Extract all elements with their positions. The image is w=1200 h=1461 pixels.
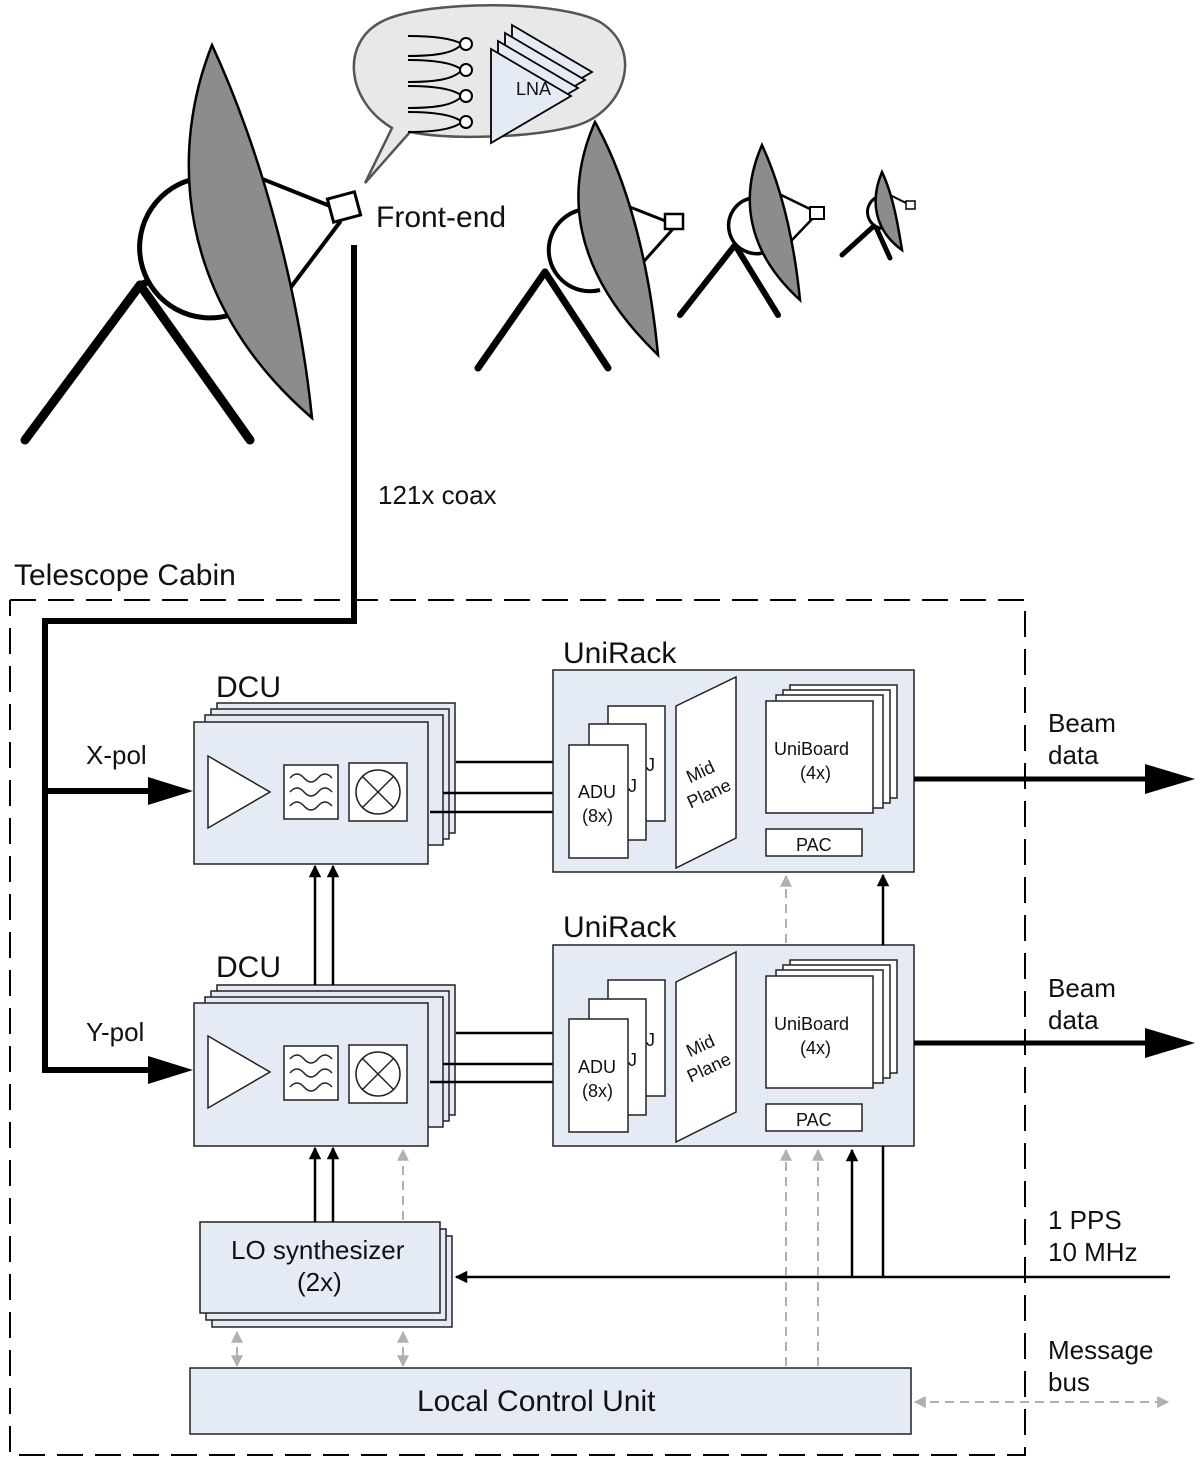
amplifier-icon [207,754,272,830]
feed-horns-icon [407,35,473,133]
svg-text:J: J [628,1050,637,1070]
unirack-top: UniRack J J ADU (8x) Mid Plane UniBoard … [552,637,915,873]
adu-bottom-label: ADU [578,1057,616,1077]
pac-top [765,828,863,857]
unirack-bottom-label: UniRack [563,911,677,944]
mid-plane-top [675,675,737,870]
lna-stack-icon [490,23,594,145]
control-bus-arrows [231,874,1170,1408]
unirack-bottom: UniRack J J ADU (8x) Mid Plane UniBoard … [552,911,915,1147]
local-control-unit-label: Local Control Unit [417,1385,656,1418]
y-pol-arrowhead [148,1056,193,1084]
lo-to-dcu-top-arrows [308,864,340,985]
front-end-label: Front-end [376,201,506,234]
pac-bottom [765,1103,863,1132]
svg-text:J: J [628,776,637,796]
lo-synthesizer-label: LO synthesizer [231,1235,405,1265]
filter-icon [283,1045,339,1101]
beam-data-top-output: Beam data [914,708,1195,794]
adu-top-label: ADU [578,782,616,802]
x-pol-label: X-pol [86,740,147,770]
dcu-to-adu-bottom-arrows [430,1026,570,1089]
telescope-3 [677,141,825,318]
x-pol-arrowhead [148,777,193,805]
beam-data-bottom-output: Beam data [914,973,1195,1058]
lo-synthesizer: LO synthesizer (2x) [199,1221,453,1328]
uniboard-top-label: UniBoard [774,739,849,759]
dcu-top-label: DCU [216,671,281,704]
svg-text:1 PPS: 1 PPS [1048,1205,1122,1235]
dcu-top: DCU [193,671,456,865]
coax-cable [42,245,357,1073]
y-pol-label: Y-pol [86,1017,144,1047]
uniboard-top-count: (4x) [800,763,831,783]
svg-text:data: data [1048,1005,1099,1035]
svg-text:data: data [1048,740,1099,770]
timing-distribution: 1 PPS 10 MHz [454,873,1170,1284]
svg-text:J: J [646,755,655,775]
svg-text:PAC: PAC [796,1110,832,1130]
mixer-icon [348,762,408,822]
dcu-to-adu-top-arrows [430,755,570,819]
svg-text:10 MHz: 10 MHz [1048,1237,1138,1267]
message-bus-label: Message [1048,1335,1154,1365]
telescope-4 [839,168,916,261]
telescope-2 [474,119,685,372]
lo-to-dcu-bottom-arrows [308,1146,340,1222]
adu-bottom-count: (8x) [582,1081,613,1101]
filter-icon [283,764,339,820]
telescope-cabin-label: Telescope Cabin [14,559,236,592]
message-bus-label-2: bus [1048,1367,1090,1397]
mid-plane-bottom [675,950,737,1144]
svg-text:PAC: PAC [796,835,832,855]
coax-label: 121x coax [378,480,497,510]
unirack-top-label: UniRack [563,637,677,670]
lo-synthesizer-count: (2x) [297,1267,342,1297]
dcu-bottom-label: DCU [216,951,281,984]
frontend-callout: LNA [352,4,627,184]
dcu-bottom: DCU [193,951,456,1147]
local-control-unit: Local Control Unit [189,1367,912,1435]
mixer-icon [348,1044,408,1104]
svg-text:J: J [646,1030,655,1050]
adu-top-count: (8x) [582,806,613,826]
amplifier-icon [207,1034,272,1110]
svg-text:Beam: Beam [1048,973,1116,1003]
lna-label: LNA [516,79,551,99]
telescope-cabin-boundary [9,599,1026,1456]
svg-text:Beam: Beam [1048,708,1116,738]
uniboard-bottom-label: UniBoard [774,1014,849,1034]
uniboard-bottom-count: (4x) [800,1038,831,1058]
telescope-main [20,41,363,445]
